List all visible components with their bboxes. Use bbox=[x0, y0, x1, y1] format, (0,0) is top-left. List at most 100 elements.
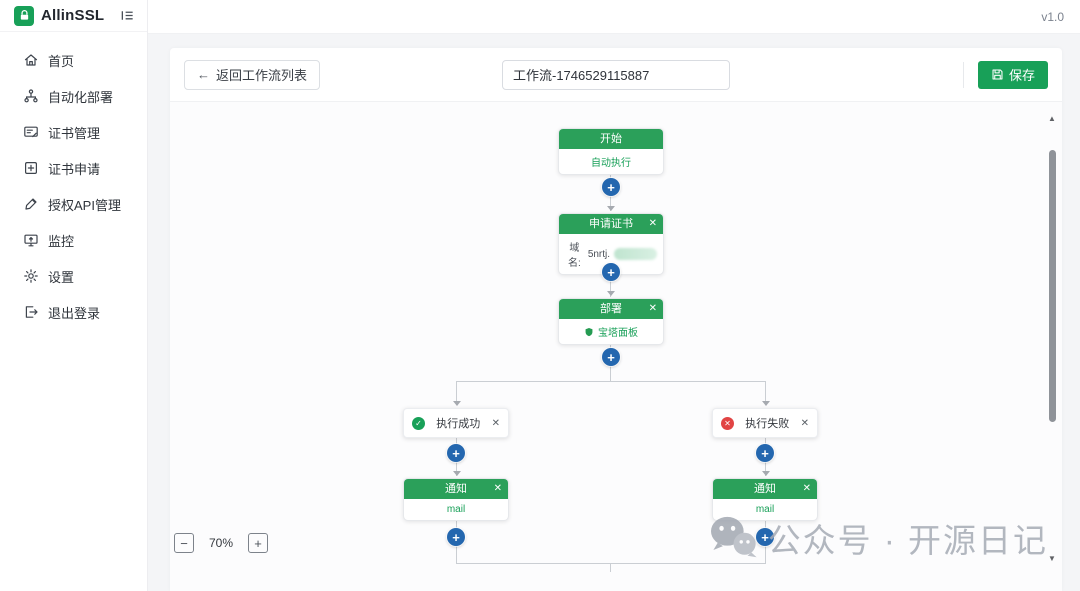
sidebar-item-logout[interactable]: 退出登录 bbox=[0, 294, 147, 330]
zoom-controls: − 70% + bbox=[174, 533, 268, 553]
connector-arrow bbox=[453, 401, 461, 406]
success-check-icon: ✓ bbox=[412, 416, 425, 430]
save-button[interactable]: 保存 bbox=[977, 60, 1048, 89]
gear-icon bbox=[22, 268, 39, 285]
add-node-button[interactable]: + bbox=[756, 528, 774, 546]
zoom-out-button[interactable]: − bbox=[174, 533, 194, 553]
node-deploy-title: 部署 bbox=[600, 303, 622, 315]
delete-branch-icon[interactable]: ✕ bbox=[800, 417, 809, 429]
connector-line bbox=[456, 381, 766, 382]
baota-panel-icon bbox=[584, 327, 594, 337]
back-button-label: 返回工作流列表 bbox=[216, 68, 308, 83]
domain-field-label: 域名: bbox=[568, 243, 581, 269]
canvas-scrollbar[interactable]: ▲ ▼ bbox=[1046, 102, 1060, 591]
branch-on-fail[interactable]: ✕ 执行失败 ✕ bbox=[712, 408, 818, 438]
wechat-icon bbox=[708, 514, 762, 562]
connector-line bbox=[456, 381, 457, 405]
zoom-in-button[interactable]: + bbox=[248, 533, 268, 553]
allinssl-lock-logo-icon bbox=[14, 5, 34, 26]
sidebar-item-cert-apply[interactable]: 证书申请 bbox=[0, 150, 147, 186]
fail-cross-icon: ✕ bbox=[721, 416, 734, 430]
sidebar-item-cert-manage[interactable]: 证书管理 bbox=[0, 114, 147, 150]
node-notify-title: 通知 bbox=[445, 483, 467, 495]
delete-node-icon[interactable]: ✕ bbox=[648, 218, 657, 229]
branch-success-label: 执行成功 bbox=[436, 418, 481, 430]
connector-arrow bbox=[453, 471, 461, 476]
watermark-text: 公众号 · 开源日记 bbox=[767, 522, 1048, 559]
back-to-workflow-list-button[interactable]: ← 返回工作流列表 bbox=[184, 59, 321, 90]
connector-arrow bbox=[762, 401, 770, 406]
node-start[interactable]: 开始 自动执行 bbox=[558, 128, 664, 175]
add-node-button[interactable]: + bbox=[756, 444, 774, 462]
plus-icon: + bbox=[607, 349, 615, 365]
branch-on-success[interactable]: ✓ 执行成功 ✕ bbox=[403, 408, 509, 438]
content-area: ← 返回工作流列表 保存 bbox=[148, 34, 1080, 591]
node-start-title: 开始 bbox=[559, 129, 663, 149]
sidebar-item-monitor[interactable]: 监控 bbox=[0, 222, 147, 258]
version-label: v1.0 bbox=[1041, 9, 1064, 24]
sidebar-item-label: 证书管理 bbox=[48, 125, 101, 141]
plus-icon: + bbox=[761, 445, 769, 461]
deploy-target-label: 宝塔面板 bbox=[598, 328, 638, 339]
logo-row: AllinSSL bbox=[0, 0, 147, 32]
branch-fail-label: 执行失败 bbox=[745, 418, 790, 430]
scroll-down-icon[interactable]: ▼ bbox=[1048, 554, 1056, 563]
node-deploy[interactable]: 部署 ✕ 宝塔面板 bbox=[558, 298, 664, 345]
collapse-sidebar-icon[interactable] bbox=[120, 8, 135, 23]
zoom-level-label: 70% bbox=[208, 536, 234, 550]
plus-icon: + bbox=[607, 179, 615, 195]
sidebar-item-settings[interactable]: 设置 bbox=[0, 258, 147, 294]
workflow-panel: ← 返回工作流列表 保存 bbox=[170, 48, 1062, 591]
sidebar-item-label: 设置 bbox=[48, 269, 75, 285]
sidebar-item-auto-deploy[interactable]: 自动化部署 bbox=[0, 78, 147, 114]
add-node-button[interactable]: + bbox=[447, 528, 465, 546]
sidebar-item-label: 授权API管理 bbox=[48, 197, 121, 213]
sidebar-item-label: 监控 bbox=[48, 233, 75, 249]
sidebar-nav: 首页 自动化部署 证书管理 证书申请 授权API管理 监控 bbox=[0, 32, 147, 330]
add-node-button[interactable]: + bbox=[602, 263, 620, 281]
scroll-up-icon[interactable]: ▲ bbox=[1048, 114, 1056, 123]
plus-icon: + bbox=[607, 264, 615, 280]
home-icon bbox=[22, 52, 39, 69]
plus-icon: + bbox=[452, 529, 460, 545]
delete-branch-icon[interactable]: ✕ bbox=[491, 417, 500, 429]
workflow-canvas[interactable]: 开始 自动执行 + 申请证书 ✕ 域名: 5nrtj. + bbox=[170, 102, 1062, 591]
connector-line bbox=[610, 563, 611, 572]
delete-node-icon[interactable]: ✕ bbox=[493, 483, 502, 494]
toolbar-right: 保存 bbox=[962, 60, 1048, 89]
workflow-name-input[interactable] bbox=[502, 59, 730, 90]
add-node-button[interactable]: + bbox=[602, 348, 620, 366]
sidebar-item-label: 首页 bbox=[48, 53, 75, 69]
connector-arrow bbox=[607, 206, 615, 211]
workflow-icon bbox=[22, 88, 39, 105]
scrollbar-thumb[interactable] bbox=[1049, 150, 1056, 422]
sidebar-item-label: 自动化部署 bbox=[48, 89, 114, 105]
delete-node-icon[interactable]: ✕ bbox=[648, 303, 657, 314]
certificate-icon bbox=[22, 124, 39, 141]
connector-arrow bbox=[607, 291, 615, 296]
node-start-subtitle: 自动执行 bbox=[591, 158, 631, 169]
delete-node-icon[interactable]: ✕ bbox=[802, 483, 811, 494]
add-node-button[interactable]: + bbox=[447, 444, 465, 462]
plus-icon: + bbox=[254, 535, 262, 551]
node-notify-title: 通知 bbox=[754, 483, 776, 495]
plus-icon: + bbox=[452, 445, 460, 461]
domain-redacted-blur bbox=[614, 248, 657, 260]
sidebar-item-api-auth[interactable]: 授权API管理 bbox=[0, 186, 147, 222]
node-apply-cert-title: 申请证书 bbox=[589, 218, 633, 230]
notify-channel-label: mail bbox=[446, 504, 466, 515]
add-node-button[interactable]: + bbox=[602, 178, 620, 196]
domain-field-value: 5nrtj. bbox=[587, 248, 611, 260]
sidebar-item-home[interactable]: 首页 bbox=[0, 42, 147, 78]
connector-arrow bbox=[762, 471, 770, 476]
sidebar: AllinSSL 首页 自动化部署 证书管理 证书申请 bbox=[0, 0, 148, 591]
back-arrow-icon: ← bbox=[197, 67, 210, 82]
brand-name: AllinSSL bbox=[41, 7, 105, 24]
pen-icon bbox=[22, 196, 39, 213]
node-notify-fail[interactable]: 通知 ✕ mail bbox=[712, 478, 818, 521]
node-notify-success[interactable]: 通知 ✕ mail bbox=[403, 478, 509, 521]
save-button-label: 保存 bbox=[1008, 68, 1035, 83]
plus-square-icon bbox=[22, 160, 39, 177]
workflow-toolbar: ← 返回工作流列表 保存 bbox=[170, 48, 1062, 102]
